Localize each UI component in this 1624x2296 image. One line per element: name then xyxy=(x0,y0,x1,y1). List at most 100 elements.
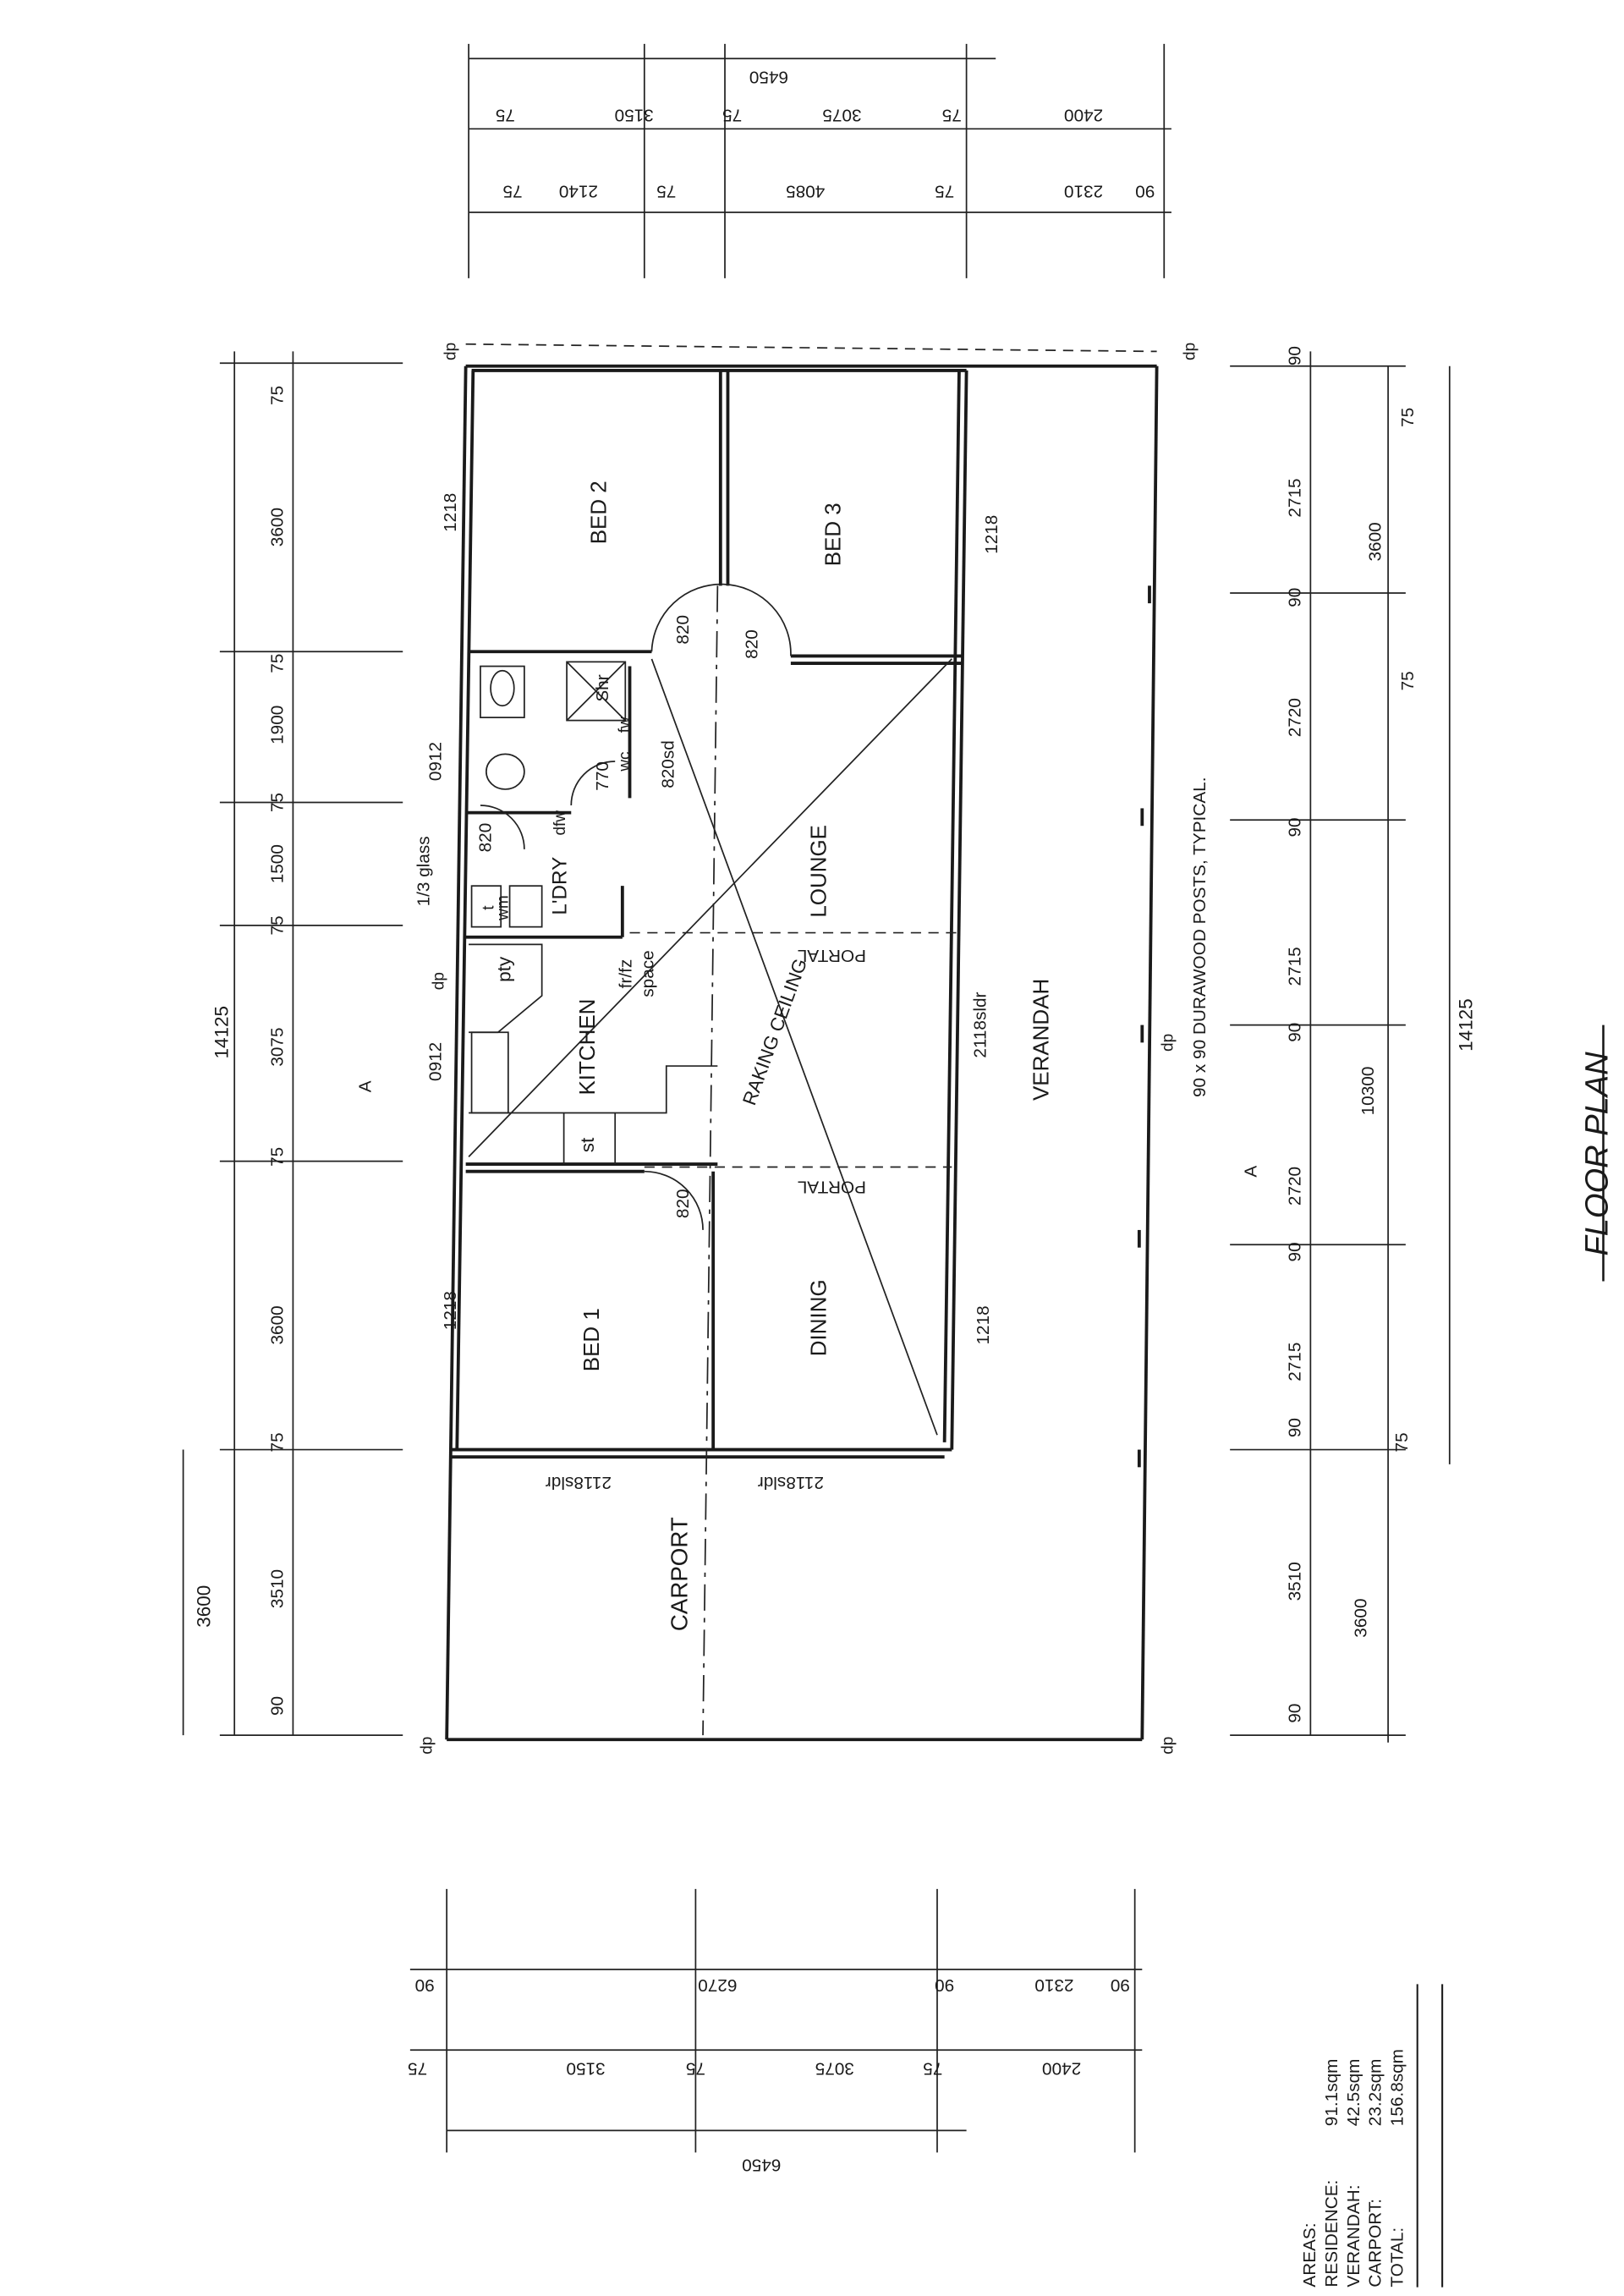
downpipe-label: dp xyxy=(1159,1034,1177,1052)
door-770: 770 xyxy=(593,761,612,791)
area-label: CARPORT: xyxy=(1366,2199,1385,2288)
dim-left: 75 xyxy=(268,915,288,935)
tub-label: t xyxy=(480,905,497,910)
dim-bottom: 3075 xyxy=(815,2059,854,2079)
dim-left: 75 xyxy=(268,654,288,673)
room-label-carport: CARPORT xyxy=(666,1517,692,1631)
door-820sd: 820sd xyxy=(659,740,678,788)
dim-bottom: 2400 xyxy=(1042,2059,1081,2079)
dim-left: 75 xyxy=(268,386,288,405)
durawood-posts-note: 90 x 90 DURAWOOD POSTS, TYPICAL. xyxy=(1190,777,1210,1098)
downpipe-label: dp xyxy=(442,343,459,360)
dim-left: 75 xyxy=(268,793,288,812)
dim-carport-left: 3600 xyxy=(193,1585,214,1628)
dim-left: 3600 xyxy=(268,508,288,547)
sliding-door-2118: 2118sldr xyxy=(546,1473,612,1492)
dim-bottom: 90 xyxy=(415,1975,435,1995)
room-label-dining: DINING xyxy=(805,1279,831,1356)
glass-label: 1/3 glass xyxy=(414,836,434,906)
dim-right: 2720 xyxy=(1286,1167,1305,1206)
dim-bottom: 6270 xyxy=(698,1975,737,1995)
dim-bottom: 90 xyxy=(935,1975,954,1995)
dim-bottom: 75 xyxy=(408,2059,427,2079)
window-0912: 0912 xyxy=(426,742,446,781)
dim-right: 3510 xyxy=(1286,1562,1305,1601)
area-value: 42.5sqm xyxy=(1344,2059,1363,2127)
stove-label: st xyxy=(577,1137,598,1152)
dim-top: 75 xyxy=(942,106,962,125)
sliding-door-2118: 2118sldr xyxy=(970,991,990,1057)
areas-heading: AREAS: xyxy=(1300,2222,1320,2287)
dim-top: 75 xyxy=(496,106,515,125)
section-marker-a: A xyxy=(355,1080,375,1092)
fw-label: fw xyxy=(616,717,634,733)
dim-total-right: 14125 xyxy=(1456,998,1477,1052)
door-820: 820 xyxy=(673,615,693,645)
dim-right: 90 xyxy=(1286,817,1305,837)
dim-left: 75 xyxy=(268,1147,288,1167)
dim-right: 2715 xyxy=(1286,478,1305,517)
fridge-space-label: space xyxy=(638,950,657,997)
dim-left: 3075 xyxy=(268,1027,288,1066)
dim-top: 75 xyxy=(502,182,522,201)
floor-plan-title: FLOOR PLAN xyxy=(1579,1052,1615,1256)
dim-left: 3600 xyxy=(268,1305,288,1344)
shower-label: Shr xyxy=(593,674,612,701)
window-0912: 0912 xyxy=(426,1042,446,1081)
dim-left: 3510 xyxy=(268,1569,288,1608)
dim-top: 90 xyxy=(1135,182,1155,201)
raking-ceiling-label: RAKING CEILING xyxy=(738,956,811,1108)
dim-left: 90 xyxy=(268,1696,288,1716)
dim-right: 90 xyxy=(1286,1418,1305,1437)
room-label-bed2: BED 2 xyxy=(586,481,612,544)
window-1218: 1218 xyxy=(982,515,1001,554)
portal-label: PORTAL xyxy=(798,1178,866,1197)
dim-top: 4085 xyxy=(786,182,825,201)
door-820: 820 xyxy=(475,823,495,853)
room-label-lounge: LOUNGE xyxy=(805,825,831,918)
dim-right: 90 xyxy=(1286,1704,1305,1723)
dim-right: 2720 xyxy=(1286,698,1305,737)
dim-top-total: 6450 xyxy=(749,68,788,87)
window-1218: 1218 xyxy=(974,1305,993,1344)
dim-right: 90 xyxy=(1286,588,1305,607)
downpipe-label: dp xyxy=(1181,343,1199,360)
area-value: 23.2sqm xyxy=(1366,2059,1385,2127)
dim-bottom: 75 xyxy=(923,2059,942,2079)
fridge-label: fr/fz xyxy=(617,959,636,989)
dim-right-outer: 75 xyxy=(1398,408,1418,427)
dim-right: 90 xyxy=(1286,1023,1305,1042)
dim-right-outer: 3600 xyxy=(1351,1599,1370,1638)
window-1218: 1218 xyxy=(441,493,460,532)
area-label: TOTAL: xyxy=(1388,2227,1407,2288)
dim-bottom: 90 xyxy=(1111,1975,1130,1995)
door-820: 820 xyxy=(673,1189,693,1218)
area-value: 91.1sqm xyxy=(1322,2059,1341,2127)
room-label-bed1: BED 1 xyxy=(579,1308,604,1371)
dim-right-outer: 75 xyxy=(1392,1432,1412,1452)
dim-bottom: 2310 xyxy=(1034,1975,1073,1995)
area-value: 156.8sqm xyxy=(1388,2049,1407,2126)
dim-top: 2400 xyxy=(1064,106,1103,125)
sliding-door-2118: 2118sldr xyxy=(758,1473,824,1492)
posts xyxy=(1137,585,1151,1468)
dim-left: 75 xyxy=(268,1432,288,1452)
dim-left: 1500 xyxy=(268,844,288,883)
dim-bottom-total: 6450 xyxy=(742,2156,781,2175)
dim-right: 90 xyxy=(1286,1242,1305,1261)
downpipe-label: dp xyxy=(431,972,448,990)
dim-top: 75 xyxy=(722,106,742,125)
dim-left: 1900 xyxy=(268,706,288,744)
dim-right: 2715 xyxy=(1286,947,1305,986)
room-label-kitchen: KITCHEN xyxy=(574,999,600,1096)
downpipe-label: dp xyxy=(419,1737,436,1755)
area-label: VERANDAH: xyxy=(1344,2184,1363,2287)
dim-bottom: 75 xyxy=(686,2059,705,2079)
walls xyxy=(445,364,1159,1742)
dim-right-outer: 10300 xyxy=(1358,1067,1378,1116)
door-820: 820 xyxy=(742,629,761,659)
room-label-pantry: pty xyxy=(493,956,514,982)
portal-label: PORTAL xyxy=(798,946,866,965)
